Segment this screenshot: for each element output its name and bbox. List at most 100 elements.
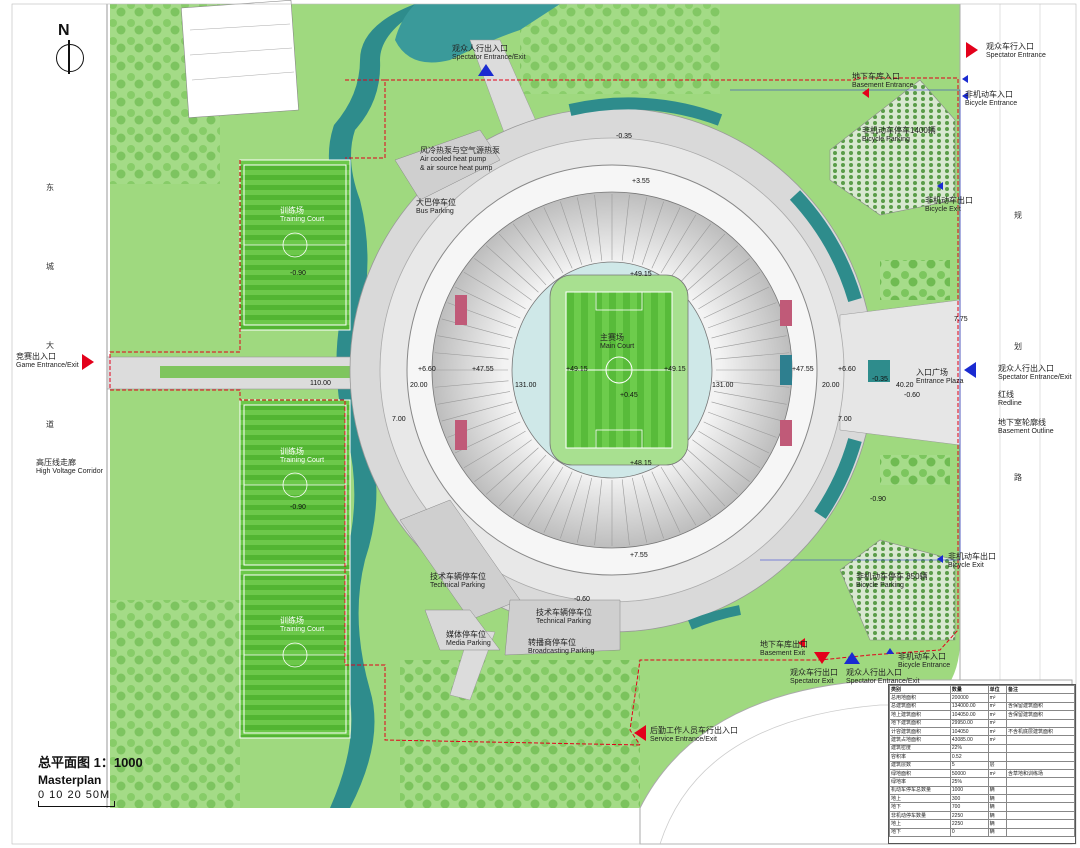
parking-lot-top (180, 0, 299, 119)
seating-rib (512, 223, 555, 279)
seating-rib (711, 401, 783, 422)
seating-rib (711, 318, 783, 339)
road-left-char: 道 (46, 420, 54, 429)
seating-rib (576, 197, 593, 263)
seating-rib (437, 391, 511, 405)
table-cell: 绿地面积 (889, 768, 951, 779)
table-header-row: 类别数量单位备注 (889, 684, 1075, 695)
north-label: N (58, 22, 70, 39)
table-cell: 0 (949, 827, 989, 838)
seating-rib (543, 207, 573, 269)
seating-rib (441, 318, 513, 339)
table-cell (987, 777, 1008, 787)
elevation-label: -0.90 (290, 270, 306, 277)
spectator-exit-marker (814, 652, 830, 664)
seating-rib (474, 258, 532, 301)
scale-text: 0 10 20 50M (38, 789, 111, 801)
seating-rib (685, 245, 739, 293)
seating-rib (498, 454, 547, 507)
table-cell: 辆 (987, 827, 1008, 838)
seating-rib (631, 477, 648, 543)
seating-rib (594, 194, 603, 261)
road-right-char: 规 (1014, 211, 1022, 220)
table-cell (1006, 735, 1075, 745)
table-cell: 总用地面积 (889, 693, 951, 703)
seating-rib (485, 447, 539, 495)
table-cell: 地下建筑面积 (889, 718, 951, 728)
elevation-label: +47.55 (792, 366, 814, 373)
table-cell: 辆 (987, 819, 1008, 829)
elevation-label: +47.55 (472, 366, 494, 373)
seating-rib (594, 479, 603, 546)
seating-rib (441, 401, 513, 422)
seating-rib (641, 201, 664, 265)
bicycle-exit-bottom-marker (937, 555, 943, 563)
seating-rib (454, 286, 521, 319)
table-cell: m² (987, 768, 1008, 779)
spectator-entrance-top-marker (478, 64, 494, 76)
seating-rib (669, 223, 712, 279)
seating-rib (715, 380, 790, 388)
seating-rib (485, 245, 539, 293)
table-cell (1006, 794, 1075, 804)
basement-entrance-marker (862, 88, 869, 98)
elevation-label: +49.15 (664, 366, 686, 373)
seating-rib (715, 352, 790, 360)
seating-rib (434, 380, 509, 388)
table-cell: 总建筑面积 (889, 701, 951, 712)
table-cell (1006, 760, 1075, 770)
table-cell: 2250 (949, 810, 989, 821)
seating-rib (685, 447, 739, 495)
seating-rib (703, 421, 770, 454)
elevation-label: +49.15 (566, 366, 588, 373)
bicycle-entrance-bottom-marker (886, 648, 894, 654)
seating-rib (474, 439, 532, 482)
dimension-label: 131.00 (515, 382, 537, 389)
table-cell: 辆 (987, 785, 1008, 796)
seating-rib (576, 477, 593, 543)
table-cell: 25% (949, 777, 989, 787)
spectator-entrance-bottom-marker (844, 652, 860, 664)
seating-rib (698, 271, 761, 310)
seating-rib (498, 233, 547, 286)
table-cell: 300 (949, 794, 989, 804)
table-cell: 134000.00 (949, 701, 989, 712)
table-cell (987, 752, 1008, 762)
redline (109, 77, 959, 746)
dimension-label: 20.00 (410, 382, 428, 389)
seating-rib (560, 201, 583, 265)
seating-rib (677, 454, 726, 507)
table-cell: 200000 (949, 693, 989, 703)
table-cell: 机动车停车总数量 (889, 785, 951, 796)
table-cell: 1000 (949, 785, 989, 796)
table-cell: m² (987, 735, 1008, 745)
table-cell: 地下 (889, 827, 951, 838)
seating-rib (437, 335, 511, 349)
road-left-name: 东 城 大 道 (46, 182, 54, 430)
table-header-cell: 类别 (889, 684, 951, 695)
plan-title-en: Masterplan (38, 773, 102, 787)
road-left-char: 东 (46, 183, 54, 192)
